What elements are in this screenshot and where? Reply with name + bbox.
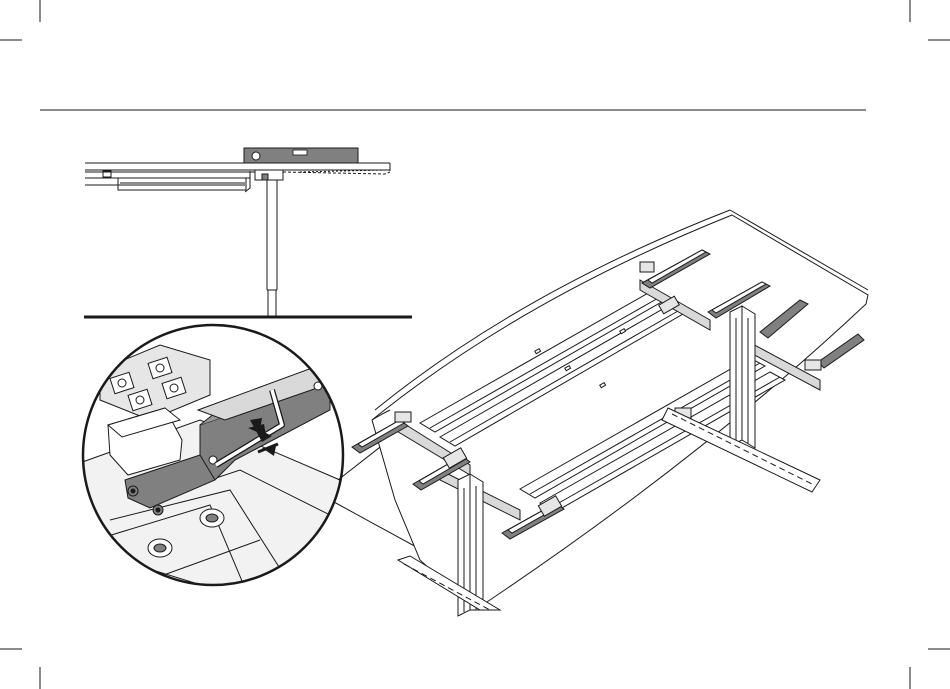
- zoom-detail-figure: [60, 325, 440, 600]
- level-detail-figure: [84, 163, 412, 317]
- spirit-level-icon: [244, 148, 358, 163]
- table-assembly-figure: [352, 210, 868, 616]
